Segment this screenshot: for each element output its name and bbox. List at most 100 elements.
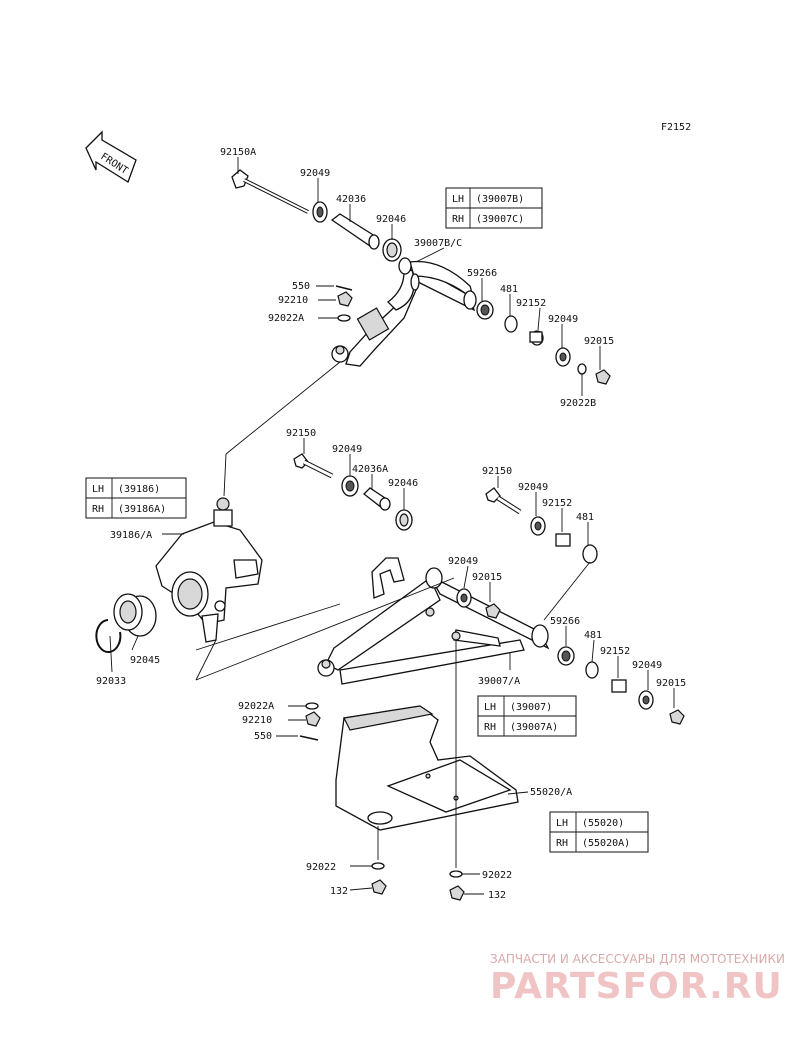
label-550-low: 550 bbox=[254, 731, 272, 742]
upper-rh-part: (39007C) bbox=[476, 214, 524, 225]
bushing-92046-mid bbox=[395, 509, 413, 531]
label-92015-top: 92015 bbox=[584, 336, 614, 347]
skid-plate-55020 bbox=[335, 705, 519, 831]
bushing-92046-top bbox=[382, 238, 402, 262]
cotter-pin-550-low bbox=[299, 735, 319, 741]
bolt-92150-right bbox=[485, 487, 522, 515]
bushing-92152-top bbox=[529, 330, 544, 346]
nut-92015-low2 bbox=[669, 709, 685, 725]
label-42036a: 42036A bbox=[352, 464, 388, 475]
ring-481-top bbox=[504, 315, 518, 333]
washer-92022a-top bbox=[337, 314, 351, 322]
upper-lh-tag: LH bbox=[452, 194, 464, 205]
label-92046-mid: 92046 bbox=[388, 478, 418, 489]
nut-92210-top bbox=[337, 291, 353, 307]
circlip-92033 bbox=[95, 619, 122, 653]
table-lower-arm: LH (39007) RH (39007A) bbox=[477, 695, 577, 737]
label-92046-top: 92046 bbox=[376, 214, 406, 225]
label-92049-low: 92049 bbox=[448, 556, 478, 567]
washer-92049-low2 bbox=[638, 690, 654, 710]
lower-rh-tag: RH bbox=[484, 722, 496, 733]
knuckle-lh-part: (39186) bbox=[118, 484, 160, 495]
label-92015-low: 92015 bbox=[472, 572, 502, 583]
lower-lh-tag: LH bbox=[484, 702, 496, 713]
washer-92049-top2 bbox=[555, 347, 571, 367]
label-92049-top2: 92049 bbox=[548, 314, 578, 325]
label-481-low: 481 bbox=[584, 630, 602, 641]
nut-92015-top bbox=[595, 369, 611, 385]
bushing-92152-right bbox=[555, 533, 571, 547]
label-39186a: 39186/A bbox=[110, 530, 152, 541]
label-92152-top: 92152 bbox=[516, 298, 546, 309]
ring-481-right bbox=[582, 544, 598, 564]
upper-lh-part: (39007B) bbox=[476, 194, 524, 205]
label-92150-right: 92150 bbox=[482, 466, 512, 477]
washer-92022a-low bbox=[305, 702, 319, 710]
lower-rh-part: (39007A) bbox=[510, 722, 558, 733]
washer-92049-low bbox=[456, 588, 472, 608]
label-92049-mid: 92049 bbox=[332, 444, 362, 455]
washer-92049-mid bbox=[341, 475, 359, 497]
label-132-right: 132 bbox=[488, 890, 506, 901]
knuckle-rh-tag: RH bbox=[92, 504, 104, 515]
label-481-top: 481 bbox=[500, 284, 518, 295]
label-92150a: 92150A bbox=[220, 147, 256, 158]
label-132-left: 132 bbox=[330, 886, 348, 897]
label-39007a: 39007/A bbox=[478, 676, 520, 687]
label-92049-top: 92049 bbox=[300, 168, 330, 179]
bushing-59266-low bbox=[557, 646, 575, 666]
label-92049-right: 92049 bbox=[518, 482, 548, 493]
bolt-92150-mid bbox=[293, 453, 334, 479]
upper-a-arm bbox=[331, 257, 477, 367]
washer-92022-left bbox=[371, 862, 385, 870]
nut-92210-low bbox=[305, 711, 321, 727]
label-92049-low2: 92049 bbox=[632, 660, 662, 671]
knuckle-lh-tag: LH bbox=[92, 484, 104, 495]
label-481-right: 481 bbox=[576, 512, 594, 523]
ring-481-low bbox=[585, 661, 599, 679]
leaders-upper bbox=[223, 157, 601, 497]
washer-92022b bbox=[577, 363, 587, 375]
label-92045: 92045 bbox=[130, 655, 160, 666]
lower-a-arm bbox=[317, 557, 550, 685]
collar-42036a bbox=[363, 487, 391, 511]
label-92152-right: 92152 bbox=[542, 498, 572, 509]
table-guard: LH (55020) RH (55020A) bbox=[549, 811, 649, 853]
collar-42036 bbox=[330, 213, 380, 250]
label-92022-left: 92022 bbox=[306, 862, 336, 873]
cotter-pin-550-top bbox=[335, 285, 353, 291]
label-92152-low: 92152 bbox=[600, 646, 630, 657]
bushing-59266-top bbox=[476, 300, 494, 320]
steering-knuckle bbox=[155, 497, 263, 643]
label-92210-low: 92210 bbox=[242, 715, 272, 726]
label-42036: 42036 bbox=[336, 194, 366, 205]
label-39007bc: 39007B/C bbox=[414, 238, 462, 249]
label-92022a-low: 92022A bbox=[238, 701, 274, 712]
table-upper-arm: LH (39007B) RH (39007C) bbox=[445, 187, 543, 229]
watermark: ЗАПЧАСТИ И АКСЕССУАРЫ ДЛЯ МОТОТЕХНИКИ PA… bbox=[490, 952, 785, 1007]
bushing-92152-low bbox=[611, 679, 627, 693]
guard-lh-part: (55020) bbox=[582, 818, 624, 829]
washer-92022-right bbox=[449, 870, 463, 878]
label-92022a-top: 92022A bbox=[268, 313, 304, 324]
figure-code: F2152 bbox=[661, 122, 691, 133]
bolt-92150a bbox=[231, 169, 309, 214]
lower-lh-part: (39007) bbox=[510, 702, 552, 713]
label-92022-right: 92022 bbox=[482, 870, 512, 881]
label-92033: 92033 bbox=[96, 676, 126, 687]
label-55020a: 55020/A bbox=[530, 787, 572, 798]
bolt-132-right bbox=[449, 885, 465, 901]
knuckle-rh-part: (39186A) bbox=[118, 504, 166, 515]
guard-lh-tag: LH bbox=[556, 818, 568, 829]
nut-92015-low bbox=[485, 603, 501, 619]
washer-92049-right bbox=[530, 516, 546, 536]
bolt-132-left bbox=[371, 879, 387, 895]
label-59266-low: 59266 bbox=[550, 616, 580, 627]
label-92210-top: 92210 bbox=[278, 295, 308, 306]
label-92015-low2: 92015 bbox=[656, 678, 686, 689]
guard-rh-part: (55020A) bbox=[582, 838, 630, 849]
leaders-lower bbox=[109, 438, 675, 895]
label-92150-mid: 92150 bbox=[286, 428, 316, 439]
